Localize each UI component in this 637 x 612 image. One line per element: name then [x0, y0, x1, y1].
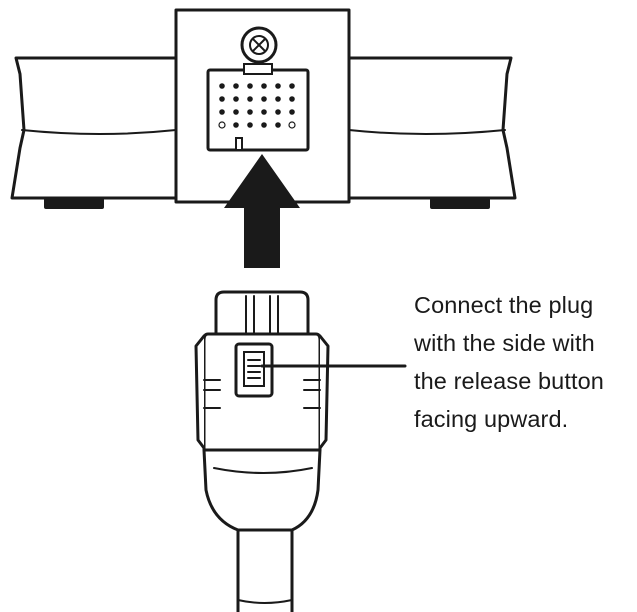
connector-socket	[206, 63, 310, 152]
callout-line: with the side with	[414, 330, 595, 356]
instruction-callout: Connect the plug with the side with the …	[414, 286, 636, 438]
plug-tip	[214, 290, 310, 336]
socket-pin	[219, 83, 225, 89]
socket-pin	[275, 96, 281, 102]
socket-pin	[233, 83, 239, 89]
callout-line: facing upward.	[414, 406, 569, 432]
socket-pin	[233, 109, 239, 115]
socket-pin	[233, 96, 239, 102]
socket-pin	[247, 83, 253, 89]
socket-pin	[289, 109, 295, 115]
release-button	[234, 342, 274, 398]
socket-pin	[219, 109, 225, 115]
socket-pins	[218, 83, 296, 129]
socket-pin	[218, 121, 226, 129]
screw-icon	[240, 26, 278, 64]
socket-pin	[261, 96, 267, 102]
plug-cable	[236, 528, 294, 612]
socket-pin	[219, 96, 225, 102]
socket-pin	[261, 122, 267, 128]
socket-pin	[247, 122, 253, 128]
socket-pin	[261, 109, 267, 115]
socket-pin	[275, 122, 281, 128]
insert-direction-arrow	[224, 154, 300, 268]
socket-pin	[233, 122, 239, 128]
socket-pin	[275, 109, 281, 115]
socket-pin	[288, 121, 296, 129]
plug-grip	[202, 448, 322, 532]
unit-left-wing	[10, 56, 178, 209]
unit-right-wing	[347, 56, 517, 209]
callout-line: Connect the plug	[414, 292, 594, 318]
socket-pin	[261, 83, 267, 89]
socket-pin	[247, 96, 253, 102]
socket-pin	[289, 96, 295, 102]
socket-pin	[247, 109, 253, 115]
socket-pin	[275, 83, 281, 89]
socket-pin	[289, 83, 295, 89]
connector-plug	[194, 290, 330, 612]
callout-line: the release button	[414, 368, 604, 394]
